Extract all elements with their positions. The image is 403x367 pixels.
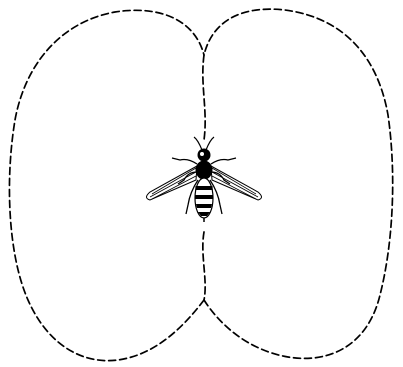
- waggle-run-top: [203, 55, 205, 140]
- waggle-run-bottom: [203, 232, 205, 300]
- bee-thorax: [196, 161, 212, 179]
- bee-icon: [147, 137, 262, 222]
- bee-head: [198, 149, 210, 161]
